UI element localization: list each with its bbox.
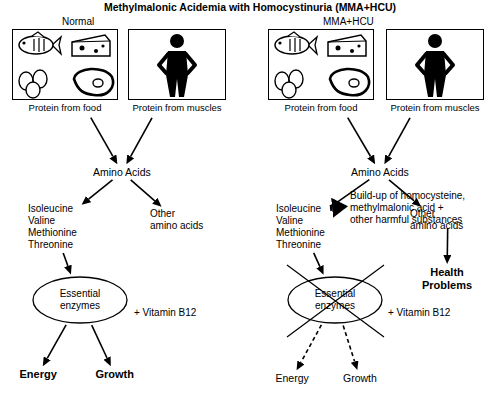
flow-arrow xyxy=(389,118,410,157)
text-node: Energy xyxy=(20,368,57,381)
ellipse-text: Essential enzymes xyxy=(45,288,115,312)
flow-arrow xyxy=(348,118,371,157)
dashed-arrow xyxy=(301,325,322,363)
flow-arrow xyxy=(92,325,107,358)
flow-arrow xyxy=(131,118,152,157)
enzyme-ellipse: Essential enzymes xyxy=(287,276,383,324)
flow-arrow xyxy=(389,180,414,201)
ellipse-shape xyxy=(288,277,382,323)
node-text: Energy xyxy=(276,372,309,385)
dashed-arrow xyxy=(343,326,354,362)
picture-box: Protein from muscles xyxy=(386,29,484,116)
text-node: Amino Acids xyxy=(93,166,151,179)
box-caption: Protein from muscles xyxy=(376,102,494,113)
flow-arrow xyxy=(131,180,155,201)
person-illustration xyxy=(159,34,195,97)
node-text: Growth xyxy=(343,372,377,385)
box-caption: Protein from food xyxy=(2,102,128,113)
picture-box: Protein from muscles xyxy=(128,29,226,116)
picture-box: Protein from food xyxy=(268,29,374,116)
enzyme-ellipse: Essential enzymes xyxy=(32,276,128,324)
ellipse-text: Essential enzymes xyxy=(300,288,370,312)
text-node: Other amino acids xyxy=(150,208,204,232)
food-illustration xyxy=(275,32,369,98)
picture-frame xyxy=(268,29,374,100)
text-node: Growth xyxy=(96,368,135,381)
flow-arrow xyxy=(91,118,113,157)
thick-arrow xyxy=(330,205,332,211)
node-text: Energy xyxy=(20,368,57,381)
panel-label: Normal xyxy=(62,16,94,28)
flow-arrow xyxy=(89,180,113,199)
picture-frame xyxy=(12,29,118,100)
node-text: Amino Acids xyxy=(351,166,409,179)
text-node: Isoleucine Valine Methionine Threonine xyxy=(276,203,328,251)
box-caption: Protein from food xyxy=(258,102,384,113)
node-text: Other amino acids xyxy=(150,208,204,232)
box-caption: Protein from muscles xyxy=(118,102,236,113)
node-text: Build-up of homocysteine, methylmalonic … xyxy=(350,190,468,226)
panel-label: + Vitamin B12 xyxy=(134,307,196,319)
cross-out-mark xyxy=(287,265,384,337)
food-illustration xyxy=(19,32,113,98)
text-node: Isoleucine Valine Methionine Threonine xyxy=(28,203,80,251)
node-text: Isoleucine Valine Methionine Threonine xyxy=(28,203,80,251)
text-node: Amino Acids xyxy=(351,166,409,179)
panel-label: MMA+HCU xyxy=(323,16,374,28)
text-node: Energy xyxy=(276,372,309,385)
node-text: Amino Acids xyxy=(93,166,151,179)
flow-arrow xyxy=(63,253,68,266)
text-node: Build-up of homocysteine, methylmalonic … xyxy=(350,190,468,226)
node-text: Isoleucine Valine Methionine Threonine xyxy=(276,203,328,251)
text-node: Growth xyxy=(343,372,377,385)
picture-box: Protein from food xyxy=(12,29,118,116)
text-node: Health Problems xyxy=(417,266,477,292)
ellipse-shape xyxy=(33,277,127,323)
diagram-title: Methylmalonic Acidemia with Homocystinur… xyxy=(0,1,500,14)
flow-arrow xyxy=(47,325,66,359)
flow-arrow xyxy=(337,180,369,203)
person-illustration xyxy=(417,34,453,97)
picture-frame xyxy=(386,29,484,100)
flow-arrow xyxy=(314,253,320,267)
panel-label: + Vitamin B12 xyxy=(388,307,450,319)
node-text: Health Problems xyxy=(417,266,477,292)
flow-arrow xyxy=(446,228,448,255)
picture-frame xyxy=(128,29,226,100)
node-text: Growth xyxy=(96,368,135,381)
